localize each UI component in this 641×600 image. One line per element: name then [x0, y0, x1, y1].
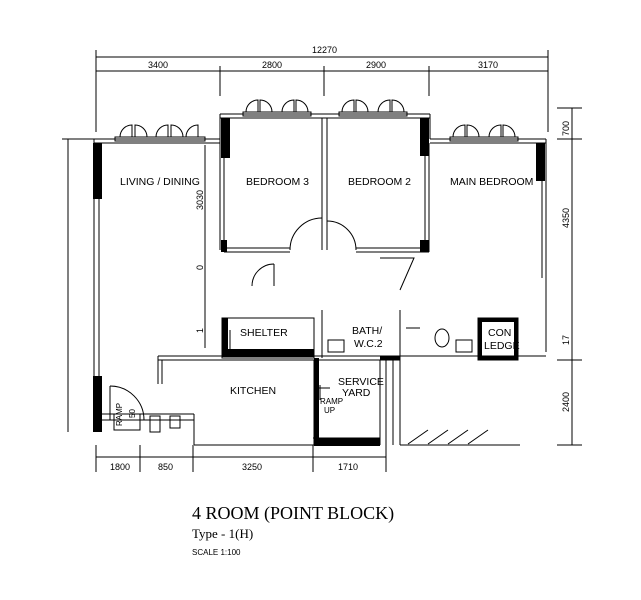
aircon-ledge-line2: LEDGE — [484, 340, 520, 352]
aircon-ledge-line1: CON — [488, 327, 511, 339]
top-dim-4: 3170 — [478, 60, 498, 70]
room-main-bedroom: MAIN BEDROOM — [450, 176, 533, 188]
room-bath-line1: BATH/ — [352, 325, 382, 337]
inner-dim-2: 0 — [195, 265, 205, 270]
right-dim-3: 17 — [561, 335, 571, 345]
ramp-left-label: RAMP — [115, 403, 124, 426]
room-service-line2: YARD — [342, 387, 371, 399]
top-dim-1: 3400 — [148, 60, 168, 70]
overall-width-label: 12270 — [312, 45, 337, 55]
inner-dim-3: 1 — [195, 328, 205, 333]
room-shelter: SHELTER — [240, 327, 288, 339]
right-dim-1: 700 — [561, 121, 571, 136]
room-service-line1: SERVICE — [338, 376, 384, 388]
right-dim-4: 2400 — [561, 392, 571, 412]
bottom-dim-2: 850 — [158, 462, 173, 472]
ramp-up-line2: UP — [324, 406, 335, 415]
plan-scale: SCALE 1:100 — [192, 548, 241, 557]
room-bedroom-3: BEDROOM 3 — [246, 176, 309, 188]
top-dim-2: 2800 — [262, 60, 282, 70]
bottom-dim-4: 1710 — [338, 462, 358, 472]
bottom-dim-3: 3250 — [242, 462, 262, 472]
top-dim-3: 2900 — [366, 60, 386, 70]
room-bath-line2: W.C.2 — [354, 338, 383, 350]
plan-type: Type - 1(H) — [192, 526, 254, 541]
right-dim-2: 4350 — [561, 208, 571, 228]
plan-title: 4 ROOM (POINT BLOCK) — [192, 503, 395, 523]
room-kitchen: KITCHEN — [230, 385, 276, 397]
room-living-dining: LIVING / DINING — [120, 176, 200, 188]
ramp-width-label: 50 — [128, 409, 137, 418]
room-bedroom-2: BEDROOM 2 — [348, 176, 411, 188]
inner-dim-1: 3030 — [195, 190, 205, 210]
bottom-dim-1: 1800 — [110, 462, 130, 472]
ramp-up-line1: RAMP — [320, 397, 343, 406]
